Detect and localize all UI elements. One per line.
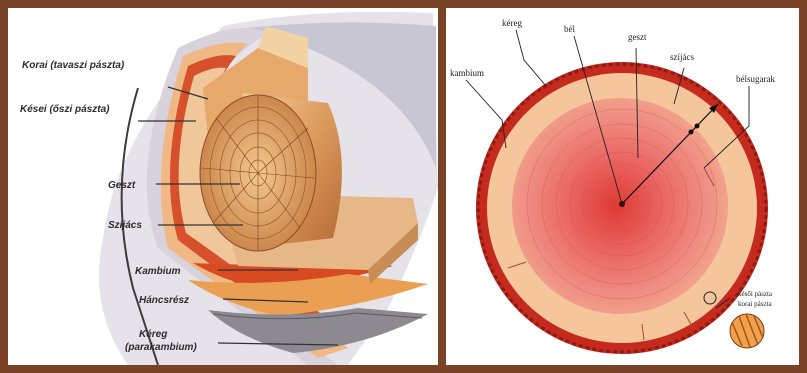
label-kambium: Kambium: [135, 266, 181, 277]
label-kereg: kéreg: [502, 18, 522, 28]
leader-kereg: [516, 30, 546, 86]
label-korai: Korai (tavaszi pászta): [22, 60, 125, 71]
label-kesei: Kései (őszi pászta): [20, 104, 110, 115]
label-parakambium: (parakambium): [125, 342, 197, 353]
label-kesoi-paszta: késői pászta: [738, 290, 773, 298]
label-kereg: Kéreg: [139, 329, 167, 340]
label-szijacs: Szíjács: [108, 220, 142, 231]
log-3d-illustration: Korai (tavaszi pászta) Kései (őszi pászt…: [8, 8, 438, 365]
label-belsugarak: bélsugarak: [736, 74, 775, 84]
label-geszt: geszt: [628, 32, 647, 42]
label-korai-paszta: korai pászta: [738, 300, 773, 308]
label-hancsresz: Háncsrész: [139, 295, 189, 306]
label-szijacs: szíjács: [670, 52, 694, 62]
cross-section-illustration: kambium kéreg bél geszt szíjács bélsugar…: [446, 8, 799, 365]
label-bel: bél: [564, 24, 575, 34]
log-cross-section-2d-panel: kambium kéreg bél geszt szíjács bélsugar…: [446, 8, 799, 365]
label-kambium: kambium: [450, 68, 484, 78]
log-cross-section-3d-panel: Korai (tavaszi pászta) Kései (őszi pászt…: [8, 8, 438, 365]
label-geszt: Geszt: [108, 180, 136, 191]
